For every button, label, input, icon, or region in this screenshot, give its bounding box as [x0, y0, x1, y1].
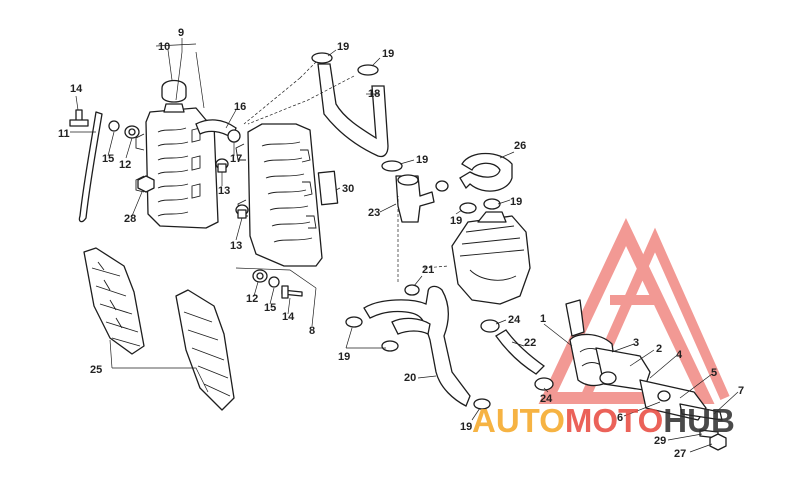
clamp-19h	[381, 340, 399, 352]
callout-19-hose26-b: 19	[510, 196, 522, 208]
clamp-19f	[483, 198, 501, 210]
callout-19-top-b: 19	[382, 48, 394, 60]
callout-13a: 13	[218, 185, 230, 197]
clamp-17	[227, 129, 241, 143]
grommet-13a	[215, 158, 229, 173]
hose-22	[495, 329, 546, 375]
cylinder-head	[451, 211, 531, 305]
thermostat-housing	[395, 174, 435, 223]
grommet-12a	[124, 125, 140, 139]
clamp-24b	[534, 377, 554, 391]
lower-hose-20	[363, 285, 471, 407]
callout-13b: 13	[230, 240, 242, 252]
callout-24b: 24	[540, 393, 553, 405]
callout-16: 16	[234, 101, 246, 113]
callout-6: 6	[617, 412, 623, 424]
left-radiator-guard	[83, 247, 145, 355]
callout-5: 5	[711, 367, 717, 379]
callout-labels: 1 2 3 4 5 6 7 8 9 10 11 12 12 13 13 14 1…	[58, 27, 744, 460]
bolt-14a	[69, 109, 89, 127]
callout-19-lower-b: 19	[460, 421, 472, 433]
watermark-hub: HUB	[663, 402, 735, 439]
sticker-30	[317, 170, 339, 206]
callout-15a: 15	[102, 153, 114, 165]
callout-18: 18	[368, 88, 380, 100]
callout-26: 26	[514, 140, 526, 152]
callout-20: 20	[404, 372, 416, 384]
watermark-text: AUTOMOTOHUB	[472, 402, 735, 439]
overflow-tube	[78, 111, 103, 223]
callout-19-thermo: 19	[416, 154, 428, 166]
callout-17: 17	[230, 153, 242, 165]
callout-15b: 15	[264, 302, 276, 314]
callout-1: 1	[540, 313, 546, 325]
callout-12b: 12	[246, 293, 258, 305]
clamp-24a	[480, 319, 500, 333]
leader-lines	[70, 38, 739, 453]
callout-19-top-a: 19	[337, 41, 349, 53]
callout-19-hose26-a: 19	[450, 215, 462, 227]
right-radiator-guard	[175, 289, 235, 411]
callout-23: 23	[368, 207, 380, 219]
callout-12a: 12	[119, 159, 131, 171]
callout-14b: 14	[282, 311, 295, 323]
callout-24a: 24	[508, 314, 521, 326]
callout-22: 22	[524, 337, 536, 349]
clamp-19c	[381, 160, 403, 172]
callout-21: 21	[422, 264, 434, 276]
callout-7: 7	[738, 385, 744, 397]
callout-10: 10	[158, 41, 170, 53]
clamp-19d	[435, 180, 449, 192]
clamp-19a	[311, 52, 333, 64]
lower-hose-20-branch	[391, 317, 431, 335]
callout-11: 11	[58, 128, 70, 140]
left-radiator	[135, 79, 219, 229]
grommet-12b	[252, 269, 268, 283]
clamp-21	[404, 284, 420, 296]
clamp-19i	[473, 398, 491, 410]
watermark-moto: MOTO	[565, 402, 663, 439]
washer-15b	[268, 276, 280, 288]
clamp-19b	[357, 64, 379, 76]
callout-9: 9	[178, 27, 184, 39]
clamp-19e	[459, 202, 477, 214]
water-pump-group	[565, 299, 723, 421]
callout-27: 27	[674, 448, 686, 460]
watermark-auto: AUTO	[472, 402, 565, 439]
callout-28: 28	[124, 213, 136, 225]
callout-2: 2	[656, 343, 662, 355]
callout-19-lower-a: 19	[338, 351, 350, 363]
bolt-14b	[281, 285, 303, 299]
svg-text:AUTOMOTOHUB: AUTOMOTOHUB	[472, 402, 735, 439]
clamp-19g	[345, 316, 363, 328]
nut-28	[137, 175, 155, 193]
upper-hose-18	[317, 63, 389, 158]
callout-25: 25	[90, 364, 102, 376]
right-radiator	[235, 123, 323, 267]
grommet-13b	[235, 204, 249, 219]
callout-3: 3	[633, 337, 639, 349]
hose-26	[459, 152, 513, 192]
nut-27	[709, 433, 727, 451]
callout-29: 29	[654, 435, 666, 447]
washer-15a	[108, 120, 120, 132]
callout-30: 30	[342, 183, 354, 195]
callout-14a: 14	[70, 83, 83, 95]
callout-4: 4	[676, 349, 683, 361]
callout-8: 8	[309, 325, 315, 337]
